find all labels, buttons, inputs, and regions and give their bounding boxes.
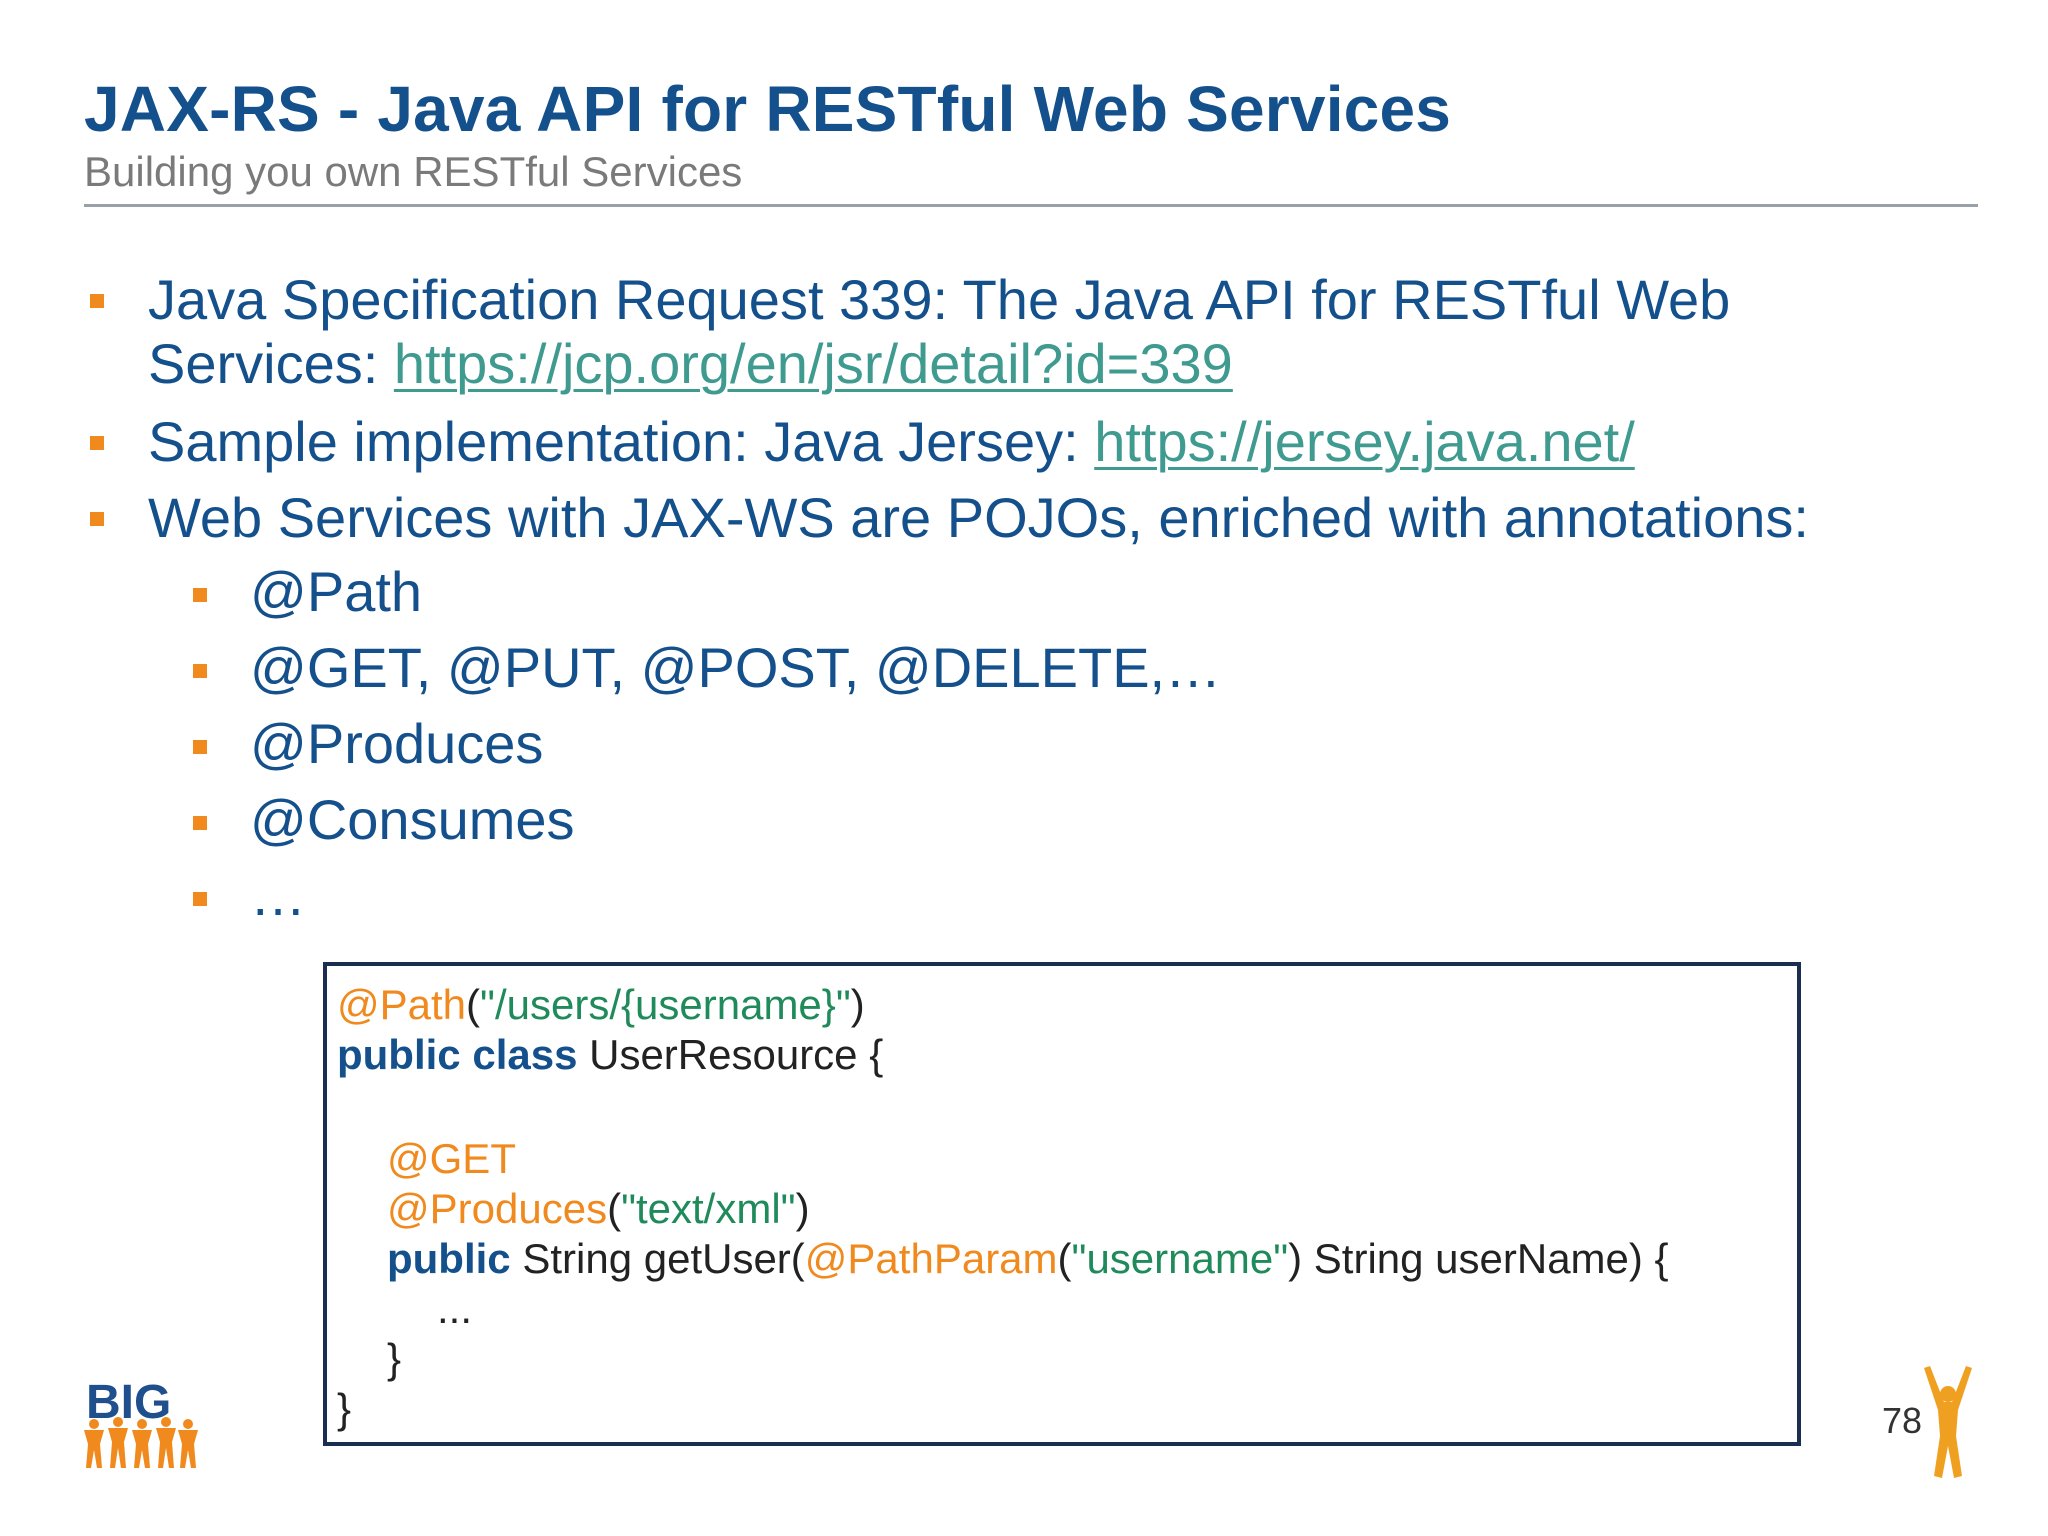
big-logo-figures bbox=[84, 1417, 198, 1468]
bullet-jsr-prefix: Services: bbox=[148, 332, 394, 395]
code-keyword: public class bbox=[337, 1031, 578, 1078]
code-annotation: @GET bbox=[387, 1135, 516, 1182]
bullet-jsr-line2: Services: https://jcp.org/en/jsr/detail?… bbox=[148, 332, 1233, 396]
sub-bullet-produces: @Produces bbox=[250, 712, 544, 775]
code-sample-box: @Path("/users/{username}") public class … bbox=[323, 962, 1801, 1446]
code-text: ) String userName) { bbox=[1288, 1235, 1669, 1282]
bullet-jersey-prefix: Sample implementation: Java Jersey: bbox=[148, 410, 1095, 473]
sub-bullet-marker bbox=[193, 588, 207, 602]
big-logo-text: BIG bbox=[86, 1376, 171, 1429]
code-string: "/users/{username}" bbox=[480, 981, 851, 1028]
code-line-4: @GET bbox=[387, 1134, 516, 1184]
person-logo bbox=[1924, 1366, 1972, 1478]
slide-subtitle: Building you own RESTful Services bbox=[84, 148, 743, 195]
title-divider bbox=[84, 204, 1978, 207]
bullet-marker bbox=[90, 294, 104, 308]
slide-title: JAX-RS - Java API for RESTful Web Servic… bbox=[84, 73, 1452, 145]
bullet-jsr-line1: Java Specification Request 339: The Java… bbox=[148, 268, 1731, 331]
code-annotation: @PathParam bbox=[804, 1235, 1058, 1282]
code-punct: ( bbox=[1057, 1235, 1072, 1282]
code-line-1: @Path("/users/{username}") bbox=[337, 980, 865, 1030]
code-string: "username" bbox=[1071, 1235, 1289, 1282]
sub-bullet-marker bbox=[193, 892, 207, 906]
code-punct: ( bbox=[607, 1185, 622, 1232]
code-line-2: public class UserResource { bbox=[337, 1030, 883, 1080]
code-text: UserResource { bbox=[577, 1031, 884, 1078]
sub-bullet-consumes: @Consumes bbox=[250, 788, 575, 851]
code-line-6: public String getUser(@PathParam("userna… bbox=[387, 1234, 1669, 1284]
sub-bullet-marker bbox=[193, 740, 207, 754]
code-string: "text/xml" bbox=[621, 1185, 796, 1232]
sub-bullet-ellipsis: … bbox=[250, 864, 306, 927]
code-punct: ) bbox=[850, 981, 865, 1028]
code-line-7: ... bbox=[437, 1285, 473, 1332]
code-text: String getUser( bbox=[510, 1235, 805, 1282]
jersey-link[interactable]: https://jersey.java.net/ bbox=[1094, 410, 1635, 473]
code-line-5: @Produces("text/xml") bbox=[387, 1184, 810, 1234]
bullet-pojos: Web Services with JAX-WS are POJOs, enri… bbox=[148, 486, 1809, 549]
code-line-9: } bbox=[337, 1385, 352, 1432]
bullet-list: Java Specification Request 339: The Java… bbox=[90, 268, 1809, 927]
bullet-marker bbox=[90, 436, 104, 450]
code-annotation: @Path bbox=[337, 981, 467, 1028]
sub-bullet-path: @Path bbox=[250, 560, 423, 623]
sub-bullet-marker bbox=[193, 816, 207, 830]
code-keyword: public bbox=[387, 1235, 511, 1282]
bullet-jersey: Sample implementation: Java Jersey: http… bbox=[148, 410, 1635, 474]
jsr-link[interactable]: https://jcp.org/en/jsr/detail?id=339 bbox=[393, 332, 1233, 395]
sub-bullet-http-methods: @GET, @PUT, @POST, @DELETE,… bbox=[250, 636, 1222, 699]
bullet-marker bbox=[90, 512, 104, 526]
code-punct: ( bbox=[466, 981, 481, 1028]
big-logo: BIG bbox=[84, 1376, 198, 1468]
sub-bullet-marker bbox=[193, 664, 207, 678]
code-line-8: } bbox=[387, 1335, 402, 1382]
page-number: 78 bbox=[1882, 1400, 1923, 1441]
code-punct: ) bbox=[795, 1185, 810, 1232]
code-annotation: @Produces bbox=[387, 1185, 608, 1232]
